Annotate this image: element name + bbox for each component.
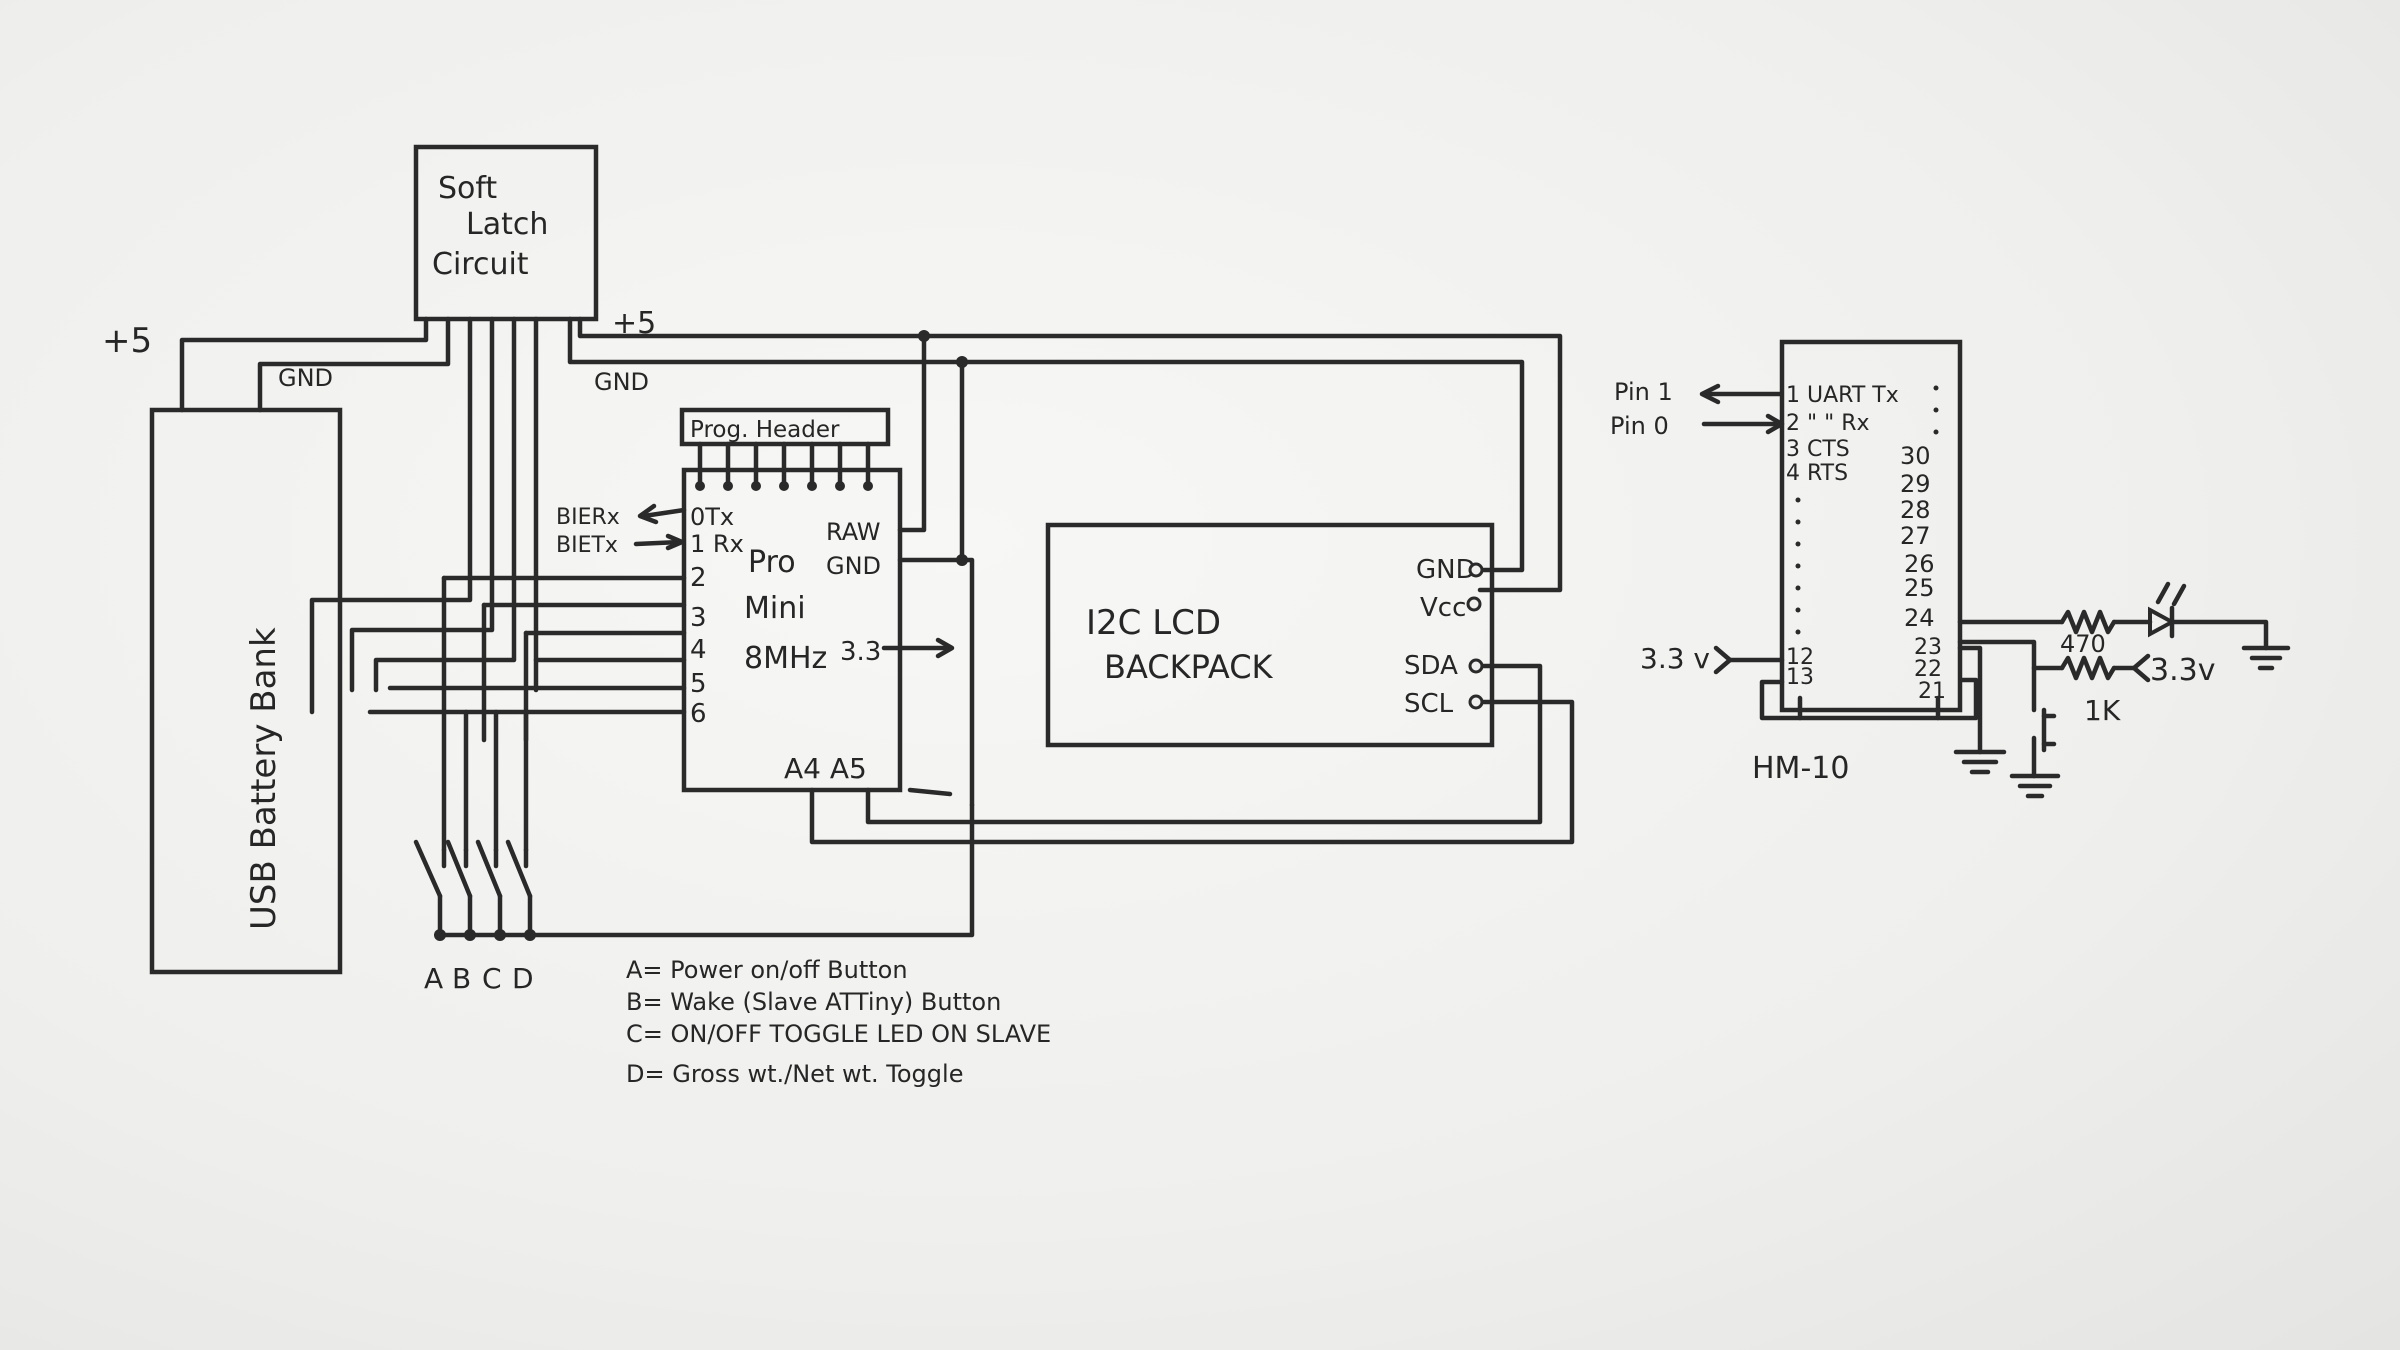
gnd-top-label: GND [594, 368, 649, 396]
r470-label: 470 [2060, 630, 2106, 658]
pin-2: 2 [690, 563, 707, 593]
power-wires [179, 316, 1563, 808]
i2c-wires [809, 663, 1575, 845]
pin1-label: Pin 1 [1614, 378, 1673, 406]
lcd-gnd: GND [1416, 555, 1476, 585]
pin-3: 3 [690, 603, 707, 633]
pro-mini: Pro Mini 8MHz 0Tx 1 Rx 2 3 4 5 6 RAW GND… [556, 467, 955, 793]
soft-latch-label-3: Circuit [432, 247, 529, 282]
usb-battery-bank: USB Battery Bank [149, 407, 343, 975]
hm10-pin12: 12 [1786, 645, 1814, 670]
hm10-pin4: 4 RTS [1786, 461, 1848, 486]
hm10-pin3: 3 CTS [1786, 437, 1850, 462]
hm10-pin24: 24 [1904, 604, 1935, 632]
legend-b: B= Wake (Slave ATTiny) Button [626, 988, 1001, 1016]
pin-a4a5: A4 A5 [784, 752, 867, 785]
lcd-line2: BACKPACK [1104, 648, 1274, 686]
lcd-backpack: I2C LCD BACKPACK GND Vcc SDA SCL [1045, 522, 1495, 748]
button-legend: A= Power on/off Button B= Wake (Slave AT… [626, 956, 1051, 1088]
switch-d-label: D [512, 962, 534, 995]
r1k-label: 1K [2084, 694, 2121, 727]
legend-a: A= Power on/off Button [626, 956, 908, 984]
pin-4: 4 [690, 635, 707, 665]
hm10-pin25: 25 [1904, 574, 1935, 602]
pro-mini-line2: Mini [744, 591, 806, 626]
pro-mini-line3: 8MHz [744, 641, 827, 676]
lcd-line1: I2C LCD [1086, 603, 1221, 643]
hm10-pin28: 28 [1900, 496, 1931, 524]
lcd-scl: SCL [1404, 689, 1454, 719]
switch-wires [309, 316, 687, 853]
hm10-pin29: 29 [1900, 470, 1931, 498]
hm10-pin23: 23 [1914, 635, 1942, 660]
pin0-label: Pin 0 [1610, 412, 1669, 440]
prog-header-label: Prog. Header [690, 417, 840, 443]
hm10-pin27: 27 [1900, 522, 1931, 550]
hm10-pin21: 21 [1918, 679, 1946, 704]
plus5-left-label: +5 [102, 321, 152, 361]
hm10-pin1: 1 UART Tx [1786, 383, 1899, 408]
hm10-module: 1 UART Tx 2 " " Rx 3 CTS 4 RTS 30 29 28 … [1752, 339, 1963, 786]
switch-b-label: B [452, 962, 471, 995]
hm10-wiring: Pin 1 Pin 0 3.3 v 470 [1610, 378, 2291, 799]
switch-a-label: A [424, 962, 443, 995]
switch-c-label: C [482, 962, 502, 995]
hm10-pin13: 13 [1786, 665, 1814, 690]
v33-out-label: 3.3v [2150, 653, 2215, 688]
hm10-name: HM-10 [1752, 751, 1849, 786]
soft-latch-circuit: Soft Latch Circuit [413, 144, 599, 322]
switch-group: A B C D [413, 802, 975, 995]
v33-in-label: 3.3 v [1640, 642, 1710, 675]
bier-label: BIERx [556, 505, 620, 530]
gnd-left-label: GND [278, 364, 333, 392]
lcd-vcc: Vcc [1420, 593, 1466, 623]
pro-mini-line1: Pro [748, 545, 796, 580]
pin-3v3: 3.3 [840, 637, 881, 667]
pin-5: 5 [690, 669, 707, 699]
hm10-pin22: 22 [1914, 657, 1942, 682]
hm10-pin2: 2 " " Rx [1786, 411, 1870, 436]
pin-gnd: GND [826, 552, 881, 580]
legend-d: D= Gross wt./Net wt. Toggle [626, 1060, 963, 1088]
hm10-pin30: 30 [1900, 442, 1931, 470]
pin-1rx: 1 Rx [690, 530, 744, 558]
legend-c: C= ON/OFF TOGGLE LED ON SLAVE [626, 1020, 1051, 1048]
pin-6: 6 [690, 699, 707, 729]
soft-latch-label-2: Latch [466, 207, 548, 242]
pin-raw: RAW [826, 518, 881, 546]
pin-0tx: 0Tx [690, 503, 734, 531]
lcd-sda: SDA [1404, 651, 1458, 681]
soft-latch-label-1: Soft [438, 171, 497, 206]
hm10-pin26: 26 [1904, 550, 1935, 578]
battery-label: USB Battery Bank [244, 627, 284, 930]
prog-header: Prog. Header [679, 407, 891, 491]
biet-label: BIETx [556, 533, 618, 558]
